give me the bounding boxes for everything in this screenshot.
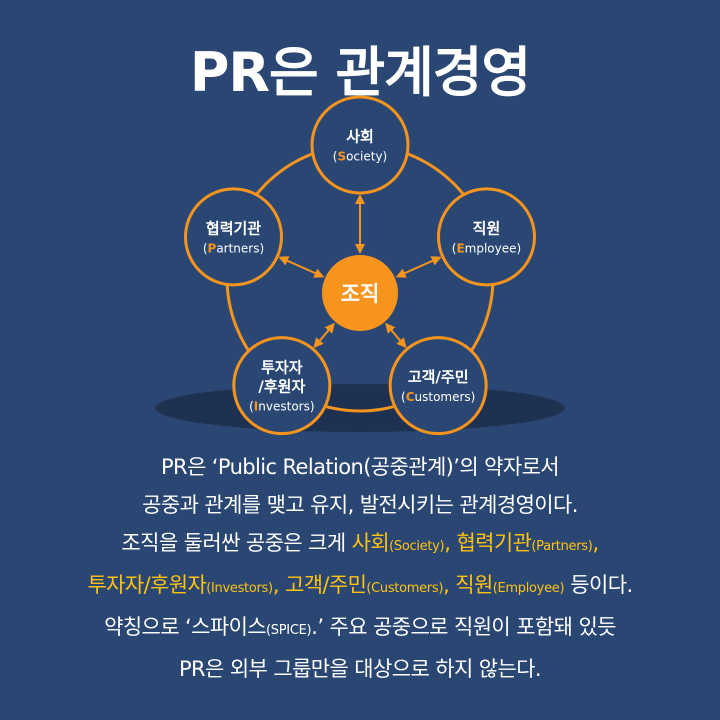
term-society: 사회 <box>351 531 390 555</box>
center-node-label: 조직 <box>341 282 380 306</box>
node-circle-employee <box>436 187 536 287</box>
node-english-partners: (Partners) <box>203 241 264 255</box>
separator: , <box>444 531 457 555</box>
diagram-shadow <box>155 384 565 432</box>
description-line-2: 공중과 관계를 맺고 유지, 발전시키는 관계경영이다. <box>142 493 578 517</box>
connector-arrow-investors <box>313 322 335 349</box>
term-employee: 직원 <box>455 573 493 597</box>
node-label-investors: /후원자 <box>258 378 305 396</box>
node-label-customers: 고객/주민 <box>408 368 469 386</box>
term-employee-en: (Employee) <box>492 581 565 596</box>
description: PR은 ‘Public Relation(공중관계)’의 약자로서 공중과 관계… <box>10 448 710 688</box>
node-english-society: (Society) <box>333 150 388 164</box>
node-circle-partners <box>184 187 284 287</box>
node-label-investors: 투자자 <box>261 359 303 377</box>
node-circle-investors <box>232 336 332 436</box>
separator: , <box>272 573 285 597</box>
description-line-5: 약칭으로 ‘스파이스(SPICE).’ 주요 공중으로 직원이 포함돼 있듯 <box>10 608 710 650</box>
node-english-investors: (Investors) <box>249 400 314 414</box>
text: .’ 주요 공중으로 직원이 포함돼 있듯 <box>311 615 616 639</box>
text: 등이다. <box>564 573 633 597</box>
node-investors: 투자자/후원자 (Investors) <box>232 336 332 436</box>
text: 조직을 둘러싼 공중은 크게 <box>121 531 352 555</box>
node-english-employee: (Employee) <box>452 241 521 255</box>
node-label-employee: 직원 <box>473 219 501 237</box>
term-customers: 고객/주민 <box>284 573 367 597</box>
connector-arrow-partners <box>278 256 325 278</box>
connector-arrow-employee <box>395 256 442 278</box>
description-line-3: 조직을 둘러싼 공중은 크게 사회(Society), 협력기관(Partner… <box>10 524 710 566</box>
node-society: 사회 (Society) <box>310 95 410 195</box>
term-customers-en: (Customers) <box>366 581 444 596</box>
node-circle-society <box>310 95 410 195</box>
connector-arrow-customers <box>385 322 407 349</box>
node-customers: 고객/주민 (Customers) <box>388 336 488 436</box>
term-spice: (SPICE) <box>266 623 312 638</box>
text: 약칭으로 ‘스파이스 <box>104 615 267 639</box>
node-partners: 협력기관 (Partners) <box>184 187 284 287</box>
separator: , <box>592 531 600 555</box>
description-line-1: PR은 ‘Public Relation(공중관계)’의 약자로서 <box>160 455 560 479</box>
description-line-4: 투자자/후원자(Investors), 고객/주민(Customers), 직원… <box>10 566 710 608</box>
term-investors: 투자자/후원자 <box>87 573 207 597</box>
separator: , <box>443 573 456 597</box>
node-circle-customers <box>388 336 488 436</box>
center-node: 조직 <box>322 255 398 331</box>
term-partners-en: (Partners) <box>531 539 593 554</box>
term-partners: 협력기관 <box>456 531 532 555</box>
node-label-partners: 협력기관 <box>206 219 261 237</box>
connector-arrows <box>278 194 442 349</box>
node-english-customers: (Customers) <box>401 390 475 404</box>
node-employee: 직원 (Employee) <box>436 187 536 287</box>
description-line-6: PR은 외부 그룹만을 대상으로 하지 않는다. <box>178 657 542 681</box>
node-label-society: 사회 <box>346 128 374 146</box>
page-title: PR은 관계경영 <box>189 41 531 104</box>
term-investors-en: (Investors) <box>206 581 273 596</box>
stakeholder-nodes: 사회 (Society) 직원 (Employee) 고객/주민 (Customers) 투… <box>184 95 536 436</box>
term-society-en: (Society) <box>389 539 445 554</box>
